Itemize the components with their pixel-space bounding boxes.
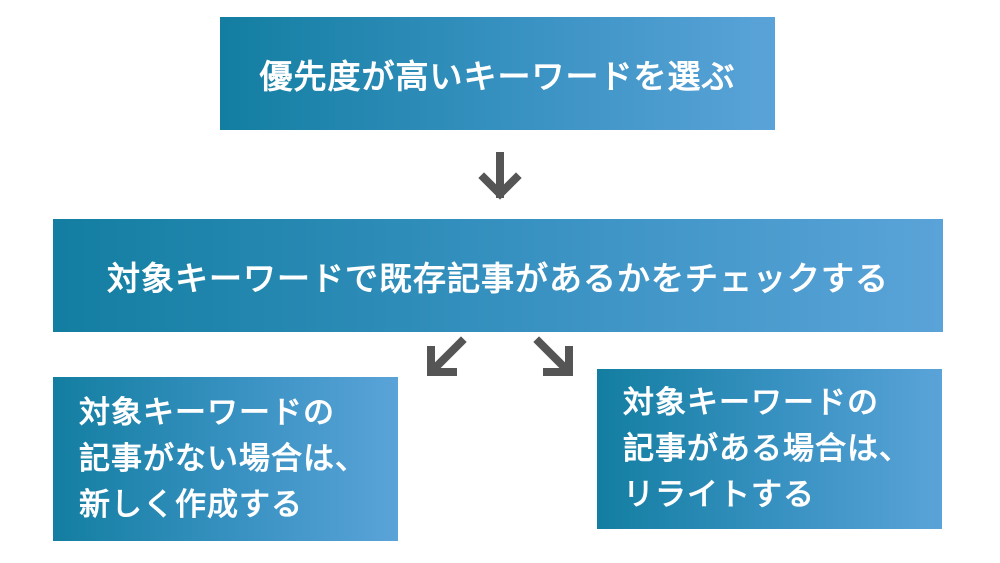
step-rewrite-line-1: 対象キーワードの — [623, 385, 879, 421]
step-create-new-line-1: 対象キーワードの — [79, 395, 335, 431]
step-rewrite-line-3: リライトする — [623, 477, 815, 513]
step-select-keyword-text: 優先度が高いキーワードを選ぶ — [259, 56, 736, 96]
step-create-new-text: 対象キーワードの 記事がない場合は、 新しく作成する — [79, 390, 367, 528]
step-check-existing-box: 対象キーワードで既存記事があるかをチェックする — [53, 219, 943, 332]
step-create-new-box: 対象キーワードの 記事がない場合は、 新しく作成する — [53, 377, 398, 541]
step-rewrite-box: 対象キーワードの 記事がある場合は、 リライトする — [597, 369, 942, 529]
step-rewrite-line-2: 記事がある場合は、 — [623, 431, 911, 467]
step-create-new-line-3: 新しく作成する — [79, 487, 303, 523]
step-rewrite-text: 対象キーワードの 記事がある場合は、 リライトする — [623, 380, 911, 518]
step-create-new-line-2: 記事がない場合は、 — [79, 441, 367, 477]
arrow-down-right-icon — [533, 336, 573, 376]
step-select-keyword-box: 優先度が高いキーワードを選ぶ — [220, 17, 775, 130]
step-check-existing-text: 対象キーワードで既存記事があるかをチェックする — [107, 258, 889, 298]
arrow-down-left-icon — [427, 336, 467, 376]
arrow-down-icon — [478, 152, 522, 200]
